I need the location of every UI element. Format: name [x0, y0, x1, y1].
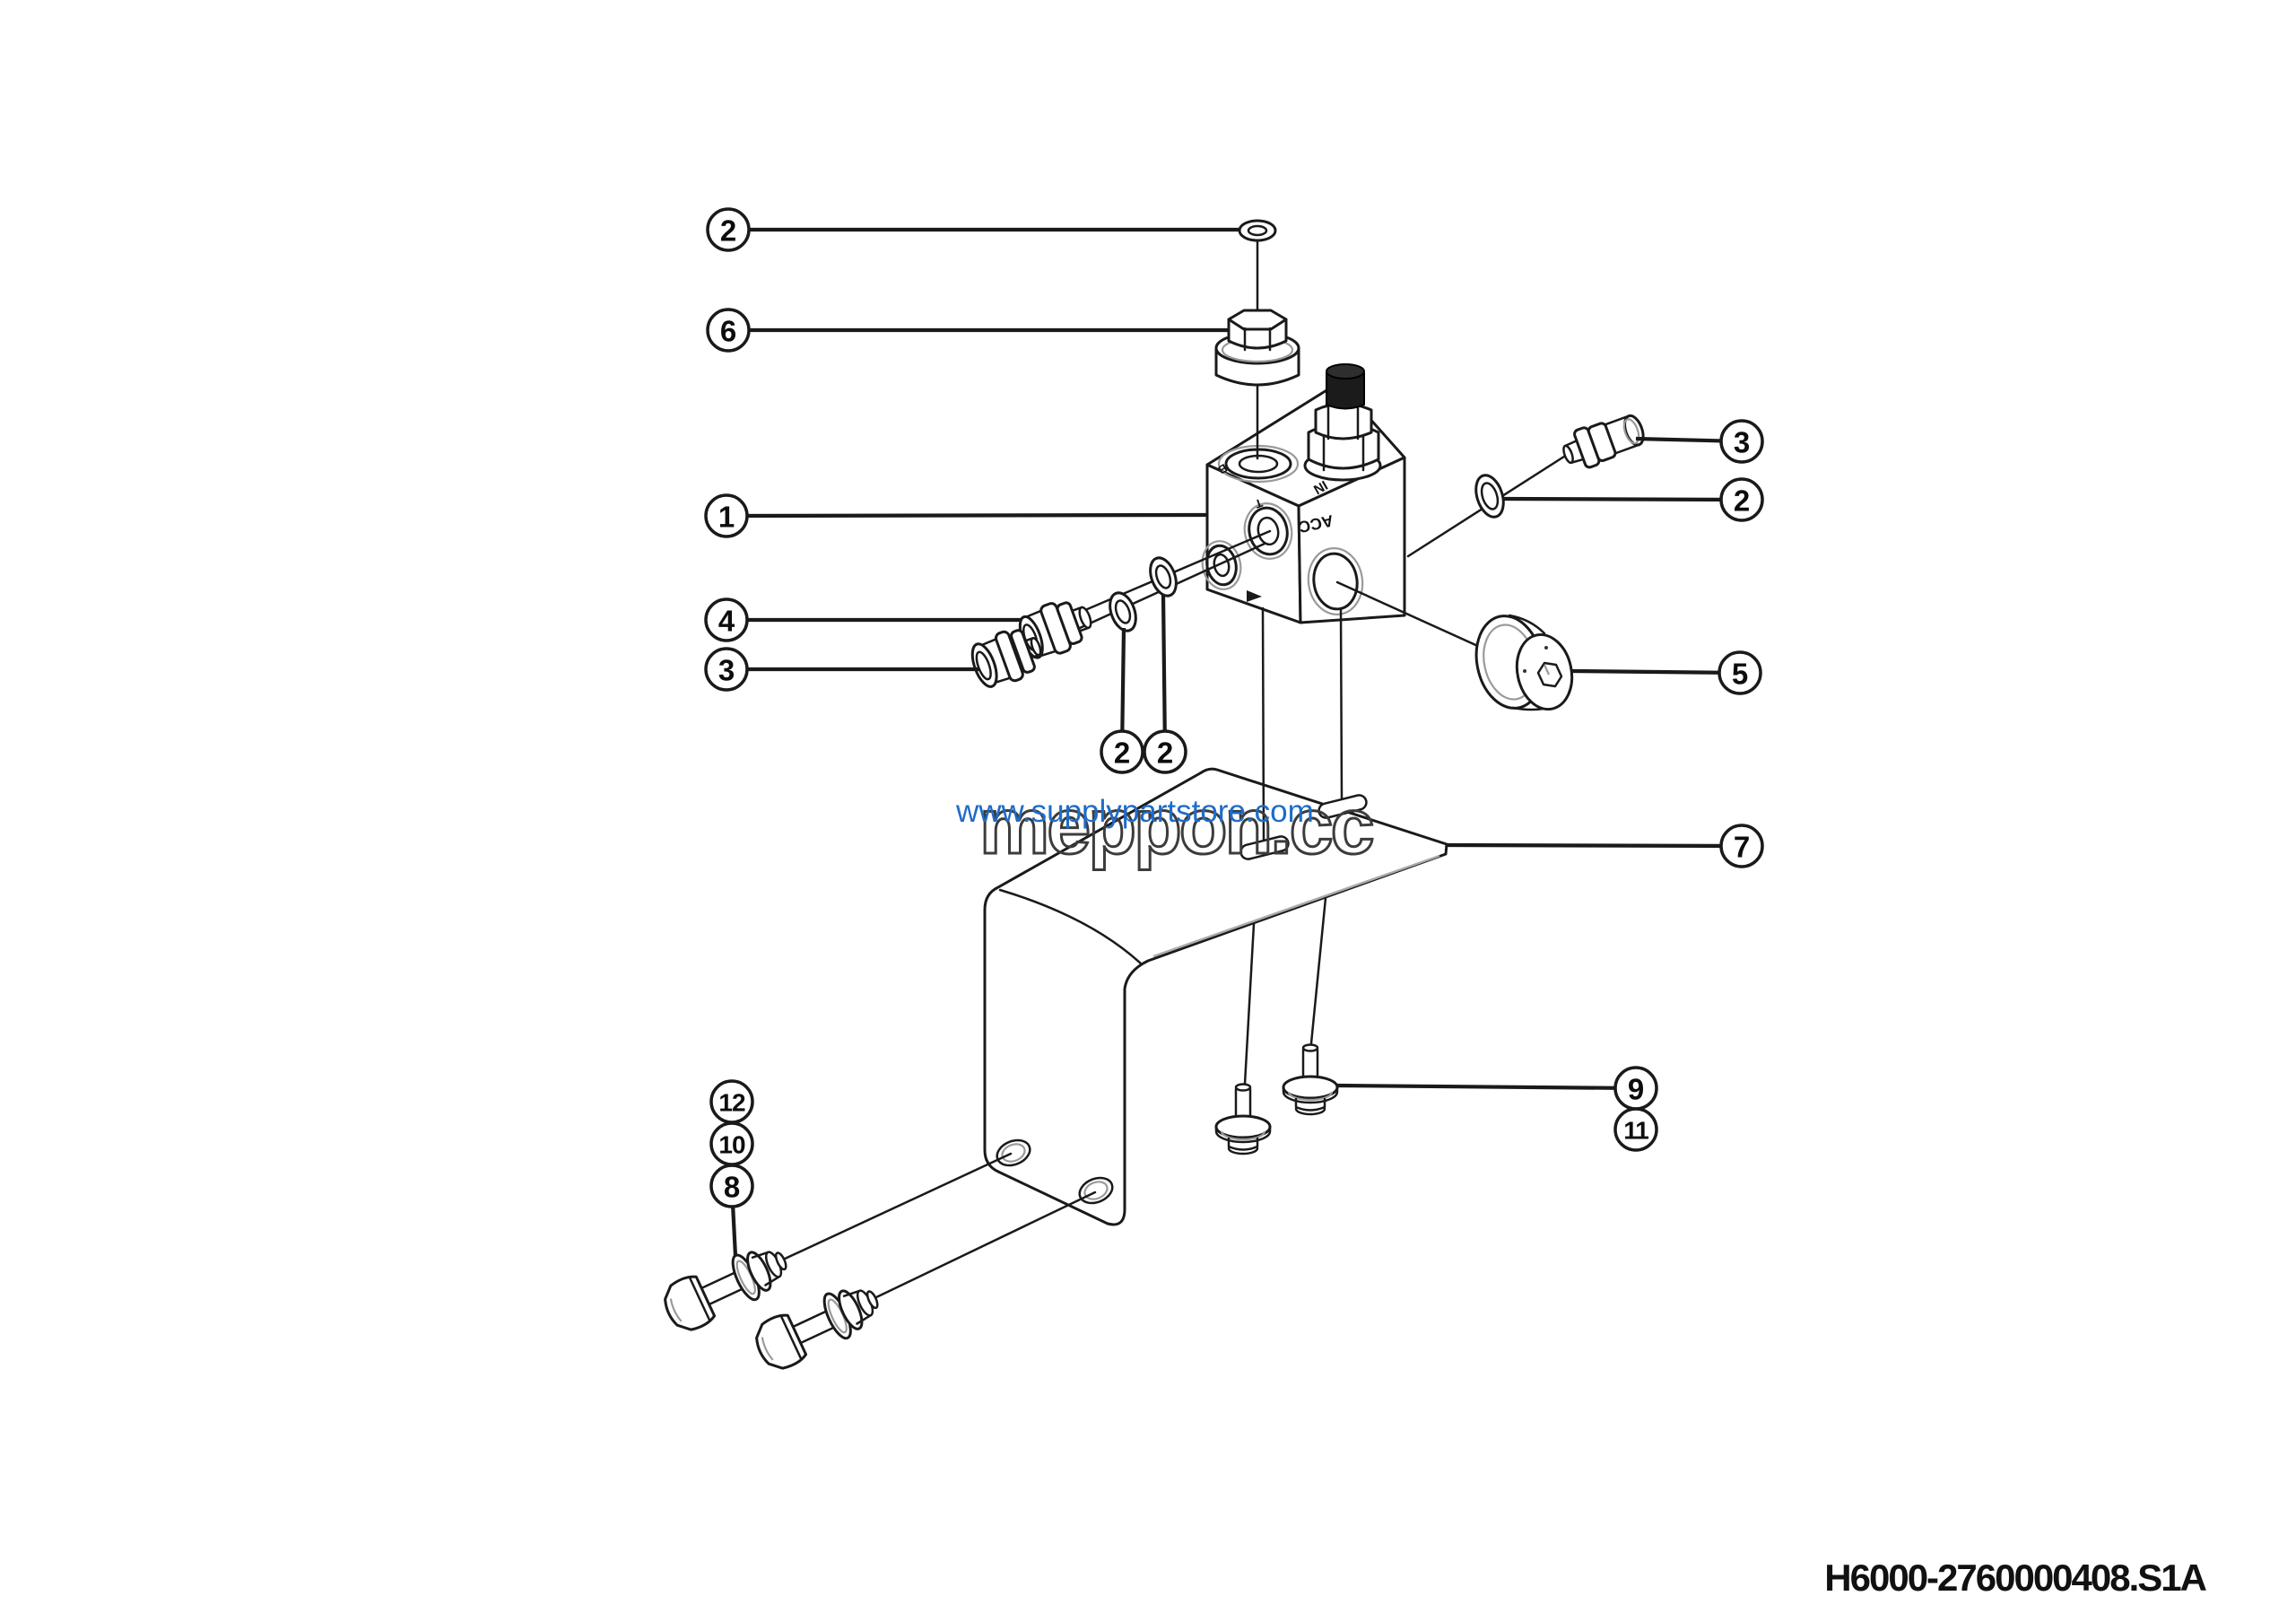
- outlet-fitting-group: [1406, 414, 1645, 558]
- callout-1-number: 1: [718, 501, 735, 534]
- callout-11-circle: [1613, 1107, 1658, 1152]
- callout-9-leader: [1335, 1083, 1637, 1091]
- callout-3-right: 3: [1635, 419, 1764, 464]
- o-ring-2-right: [1474, 474, 1505, 519]
- callout-2-top-circle: [706, 207, 751, 252]
- mounting-bolt-lines: [781, 1152, 1097, 1300]
- callout-2-oring-a-circle: [1100, 729, 1144, 774]
- callout-4-circle: [704, 597, 749, 642]
- callout-5-circle: [1718, 650, 1762, 695]
- callout-2-oring-b-number: 2: [1157, 737, 1173, 770]
- callout-1: 1: [704, 493, 1207, 538]
- part-number: H6000-2760000408.S1A: [1824, 1557, 2206, 1599]
- flange-bolt-b: [1282, 1043, 1339, 1116]
- mounting-bolt-2: [748, 1273, 888, 1377]
- callout-2-top: 2: [706, 207, 1239, 252]
- callout-11: 11: [1613, 1107, 1658, 1152]
- callout-3-left: 3: [704, 647, 979, 692]
- valve-block: ACC IN B T: [1201, 381, 1406, 624]
- top-plug-assembly: [1214, 219, 1300, 460]
- callout-6-circle: [706, 308, 751, 353]
- callout-4-number: 4: [718, 605, 735, 638]
- callout-8: 8: [709, 1164, 754, 1257]
- callout-2-right-leader: [1502, 496, 1743, 502]
- callout-2-oring-b: 2: [1143, 593, 1187, 774]
- o-ring-2-a: [1109, 591, 1137, 632]
- o-ring-top: [1238, 219, 1277, 242]
- callout-11-number: 11: [1623, 1117, 1648, 1145]
- callout-4: 4: [704, 597, 1021, 642]
- callout-5-leader: [1570, 668, 1741, 676]
- block-label-in: IN: [1311, 477, 1330, 497]
- callout-6-number: 6: [720, 315, 736, 348]
- callout-7-number: 7: [1734, 831, 1750, 864]
- bracket-slot-a: [1239, 835, 1290, 860]
- callout-9: 9: [1335, 1066, 1658, 1111]
- mounting-bolt-1: [657, 1234, 796, 1339]
- callout-2-right-circle: [1719, 477, 1764, 522]
- callout-2-oring-b-circle: [1143, 729, 1187, 774]
- flow-arrow-icon: [1247, 590, 1262, 602]
- bracket-slot-b: [1318, 794, 1368, 819]
- alignment-lines: [1243, 606, 1344, 1086]
- flange-bolt-a: [1214, 1083, 1272, 1155]
- callout-12: 12: [709, 1079, 754, 1124]
- callout-6: 6: [706, 308, 1229, 353]
- callout-5: 5: [1570, 650, 1762, 695]
- callout-8-circle: [709, 1164, 754, 1208]
- callout-2-oring-a-number: 2: [1114, 737, 1130, 770]
- callout-2-right: 2: [1502, 477, 1764, 522]
- socket-plug-5: [1335, 580, 1574, 711]
- relief-valve: [1303, 363, 1382, 482]
- left-upper-port: [1243, 502, 1293, 560]
- callout-2-right-number: 2: [1734, 484, 1750, 518]
- callout-3-left-number: 3: [718, 654, 735, 687]
- callout-2-top-number: 2: [720, 214, 736, 248]
- callout-3-right-circle: [1719, 419, 1764, 464]
- callout-3-left-circle: [704, 647, 749, 692]
- callout-1-leader: [726, 512, 1207, 519]
- watermark-outline-text: meppon.cc: [979, 781, 1373, 870]
- callout-7-leader: [1447, 842, 1743, 849]
- callout-2-oring-b-leader: [1161, 593, 1168, 753]
- callout-9-number: 9: [1628, 1073, 1644, 1106]
- callout-12-number: 12: [718, 1089, 745, 1117]
- left-lower-port: [1201, 540, 1242, 590]
- fitting-3-right: [1562, 414, 1645, 469]
- callout-2-oring-a: 2: [1100, 627, 1144, 774]
- callout-10: 10: [709, 1121, 754, 1166]
- hex-plug-6: [1214, 309, 1300, 387]
- callout-5-number: 5: [1732, 658, 1748, 691]
- o-ring-2-b: [1149, 556, 1178, 597]
- callout-1-circle: [704, 493, 749, 538]
- callout-7-circle: [1719, 824, 1764, 868]
- callout-8-number: 8: [724, 1171, 740, 1204]
- inlet-fitting-group: [970, 529, 1272, 688]
- callout-7: 7: [1447, 824, 1764, 868]
- callout-10-number: 10: [718, 1131, 745, 1159]
- callout-3-right-number: 3: [1734, 426, 1750, 459]
- watermark-url-text: www.supplypartstore.com: [955, 794, 1314, 829]
